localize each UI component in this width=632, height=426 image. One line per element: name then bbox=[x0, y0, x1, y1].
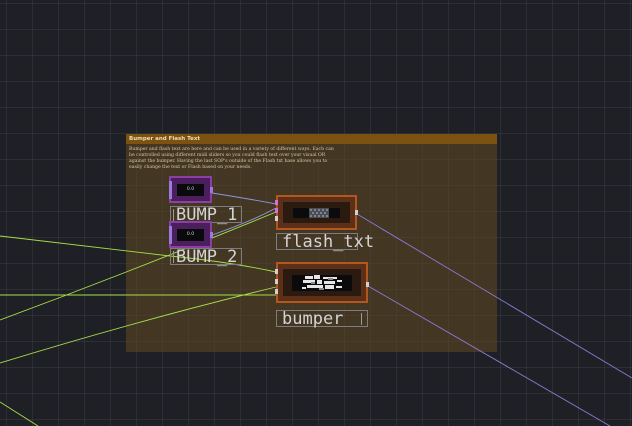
flash-txt-preview-image bbox=[283, 202, 350, 223]
flash-txt-output[interactable] bbox=[355, 210, 358, 215]
bump2-chop-node[interactable]: 0.0 bbox=[169, 221, 213, 248]
flash-txt-input-2[interactable] bbox=[275, 208, 278, 213]
flash-txt-preview bbox=[283, 202, 350, 223]
bump1-value-viewer: 0.0 bbox=[177, 184, 204, 196]
flash-txt-label: flash_txt bbox=[282, 232, 375, 252]
annotation-title[interactable]: Bumper and Flash Text bbox=[126, 134, 497, 144]
bump1-label-marker bbox=[173, 209, 174, 221]
bumper-top-node[interactable] bbox=[275, 262, 369, 303]
bumper-input-2[interactable] bbox=[275, 279, 278, 284]
bumper-input-1[interactable] bbox=[275, 269, 278, 274]
bump2-label-marker bbox=[173, 251, 174, 263]
bumper-output[interactable] bbox=[366, 282, 369, 287]
bumper-label-box[interactable]: bumper bbox=[276, 309, 368, 329]
bumper-preview-image bbox=[283, 269, 361, 296]
bump2-label-box[interactable]: BUMP_2 bbox=[170, 247, 242, 267]
annotation-description: Bumper and flash text are here and can b… bbox=[129, 147, 334, 170]
flash-txt-input-1[interactable] bbox=[275, 200, 278, 205]
bump2-output-connector[interactable] bbox=[210, 232, 213, 238]
flash-txt-label-box[interactable]: flash_txt bbox=[276, 233, 374, 251]
flash-txt-top-node[interactable] bbox=[275, 195, 358, 230]
bumper-label: bumper bbox=[282, 309, 344, 329]
bumper-input-3[interactable] bbox=[275, 289, 278, 294]
wire-green-e bbox=[0, 401, 39, 426]
bump2-value-viewer: 0.0 bbox=[177, 229, 204, 241]
bumper-preview bbox=[283, 269, 361, 296]
bump1-output-connector[interactable] bbox=[210, 187, 213, 193]
bump2-active-flag bbox=[169, 226, 172, 244]
bump1-active-flag bbox=[169, 181, 172, 199]
bump1-chop-node[interactable]: 0.0 bbox=[169, 176, 213, 203]
bumper-label-marker bbox=[361, 313, 362, 325]
flash-txt-input-3[interactable] bbox=[275, 216, 278, 221]
bump2-label: BUMP_2 bbox=[176, 247, 238, 267]
